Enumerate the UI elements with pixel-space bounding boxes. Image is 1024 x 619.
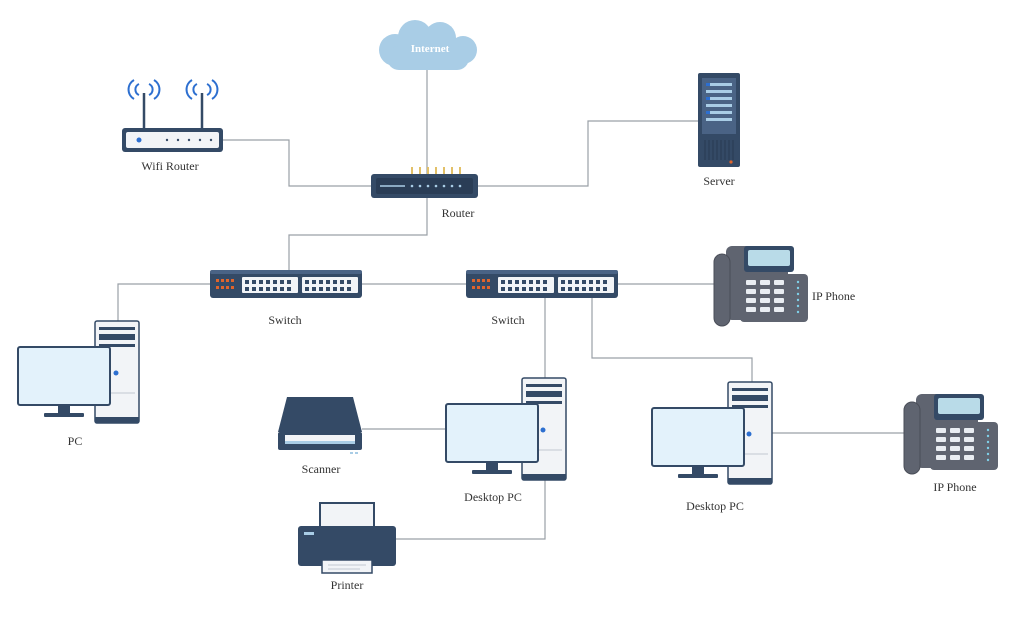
switch-right-node: Switch [466,270,618,327]
wire-router-server [478,120,698,187]
desktop-pc-icon [651,381,773,485]
internet-cloud-node: Internet [379,20,477,70]
router-label: Router [442,206,475,220]
cloud-icon [379,20,477,70]
printer-icon [298,502,396,574]
switch-left-label: Switch [268,313,301,327]
pc-label: PC [68,434,83,448]
switch-left-node: Switch [210,270,362,327]
wire-wifi-router [223,139,371,187]
ip-phone-icon [713,245,809,327]
ip-phone-bottom-label: IP Phone [933,480,976,494]
desktop-pc-center-label: Desktop PC [464,490,522,504]
scanner-label: Scanner [302,462,341,476]
desktop-pc-right-node: Desktop PC [651,381,773,513]
wire-printer-desktop [396,478,546,540]
connections [117,68,904,540]
scanner-node: Scanner [278,397,362,476]
switch-icon [466,270,618,298]
ip-phone-top-node: IP Phone [713,245,855,327]
wire-switch-pc [117,283,210,321]
ip-phone-top-label: IP Phone [812,289,855,303]
server-node: Server [698,73,740,188]
printer-node: Printer [298,502,396,592]
desktop-pc-right-label: Desktop PC [686,499,744,513]
wifi-router-icon [122,79,223,152]
printer-label: Printer [331,578,364,592]
scanner-icon [278,397,362,454]
ip-phone-bottom-node: IP Phone [903,393,999,494]
ip-phone-icon [903,393,999,475]
desktop-pc-icon [445,377,567,481]
internet-label: Internet [411,43,450,55]
wire-switch-desktop-right [591,298,753,382]
wire-router-switch-left [288,198,428,271]
switch-right-label: Switch [491,313,524,327]
router-node: Router [371,167,478,220]
wifi-router-label: Wifi Router [141,159,198,173]
server-icon [698,73,740,167]
wifi-router-node: Wifi Router [122,79,223,173]
switch-icon [210,270,362,298]
router-icon [371,167,478,198]
server-label: Server [703,174,734,188]
pc-node: PC [17,320,140,448]
desktop-pc-center-node: Desktop PC [445,377,567,504]
pc-icon [17,320,140,424]
